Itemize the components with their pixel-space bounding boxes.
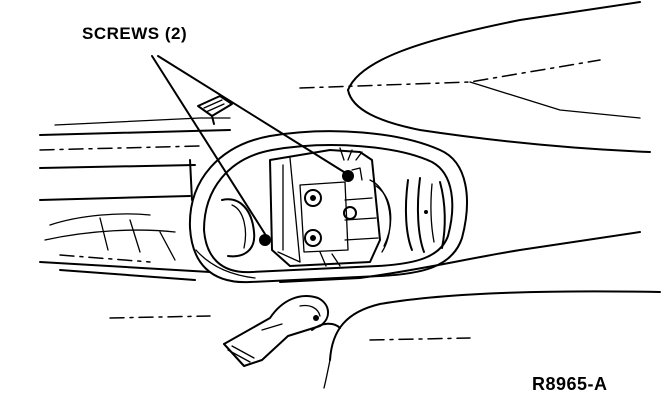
lower-trim bbox=[109, 231, 641, 341]
figure-reference-code: R8965-A bbox=[532, 374, 608, 394]
trim-clip bbox=[197, 95, 233, 125]
screws-leader-lines bbox=[151, 55, 345, 235]
vent-slots bbox=[404, 177, 446, 253]
door-upper-trim bbox=[39, 117, 231, 281]
armrest bbox=[311, 290, 661, 389]
screws-callout-label: SCREWS (2) bbox=[82, 24, 188, 43]
mirror-mechanism bbox=[221, 147, 392, 267]
screws bbox=[259, 170, 354, 246]
mirror-housing bbox=[188, 130, 468, 284]
a-pillar-trim bbox=[299, 1, 651, 153]
door-pull-handle bbox=[223, 295, 329, 367]
